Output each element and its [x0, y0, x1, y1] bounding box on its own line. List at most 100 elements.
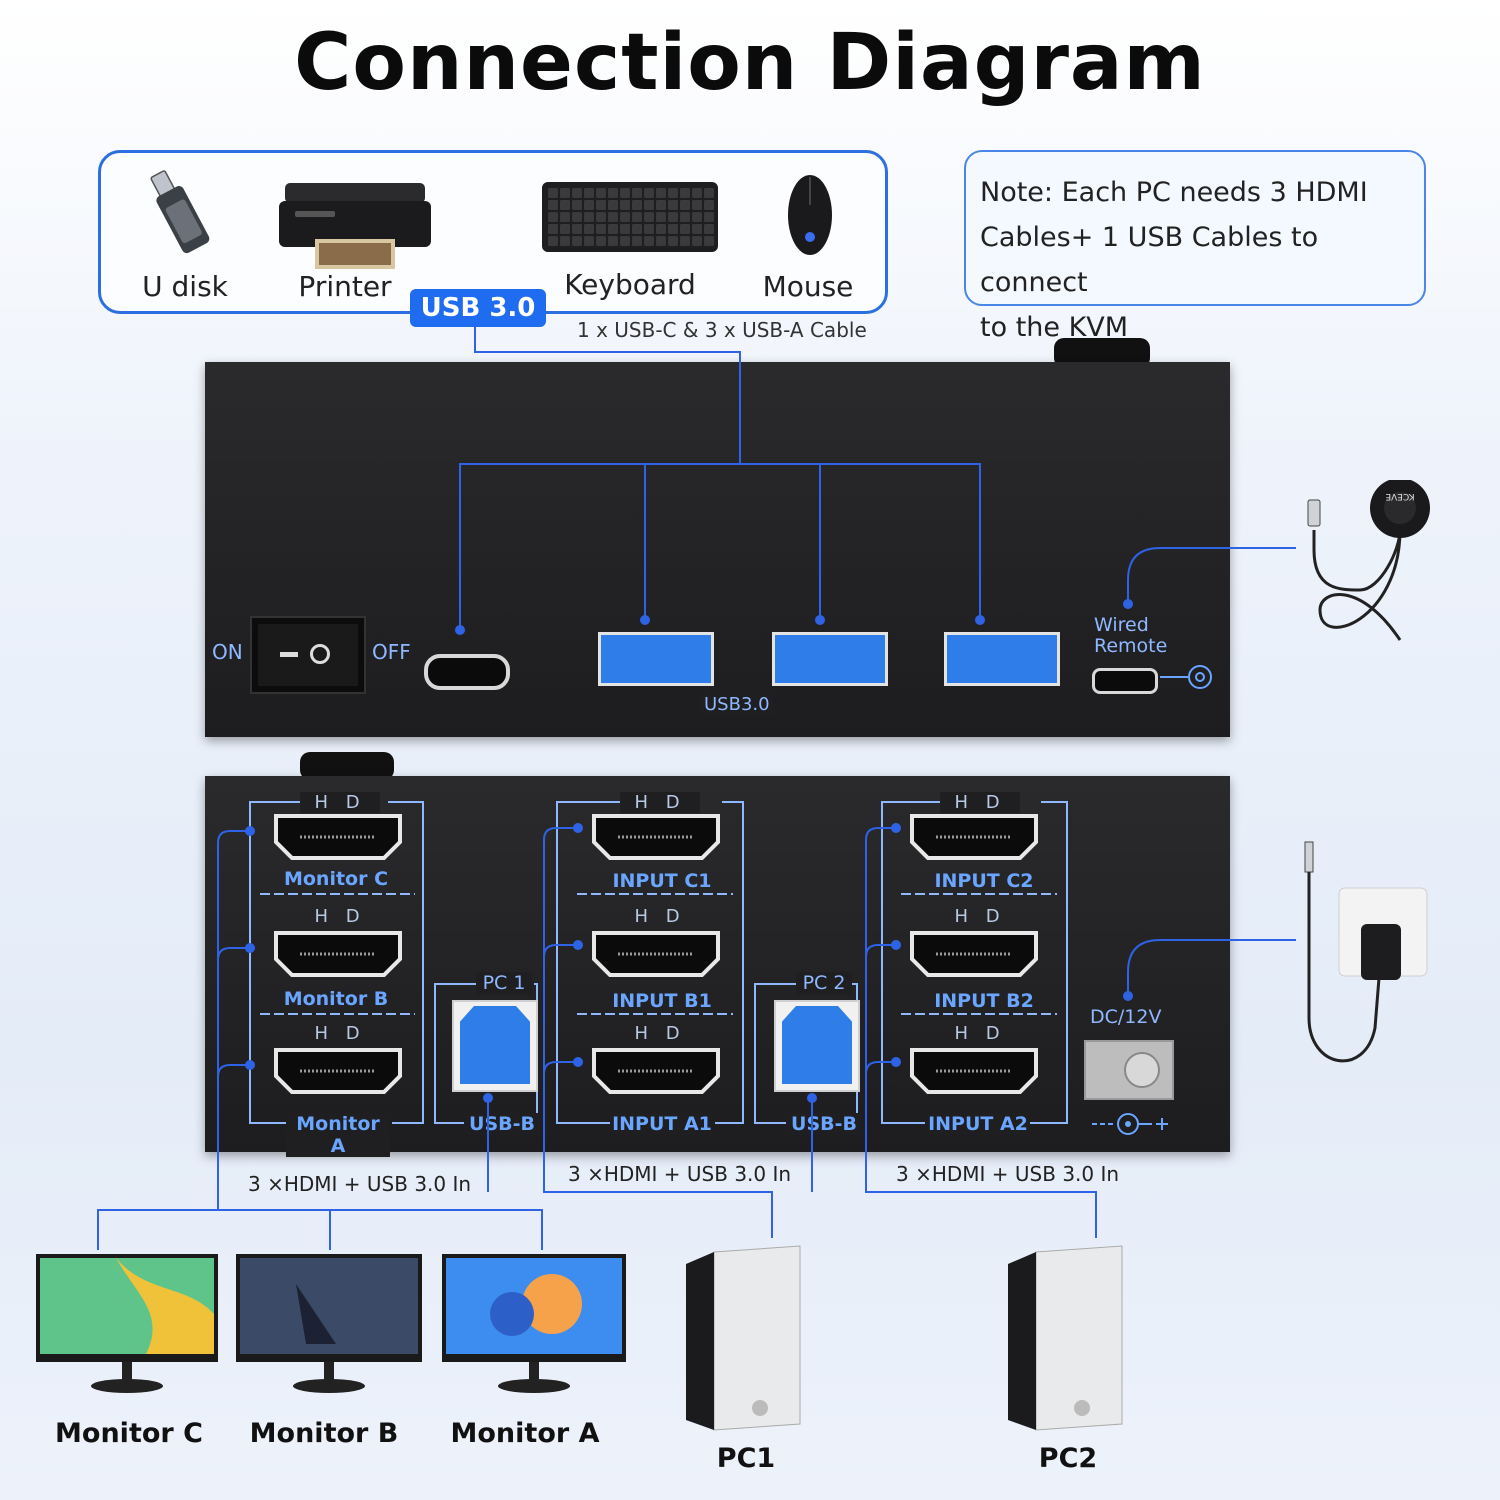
periph-label-mouse: Mouse — [762, 270, 854, 303]
caption-monitors: 3 ×HDMI + USB 3.0 In — [248, 1172, 472, 1196]
keyboard-key — [632, 188, 642, 198]
usb30-panel-label: USB3.0 — [700, 694, 774, 715]
keyboard-key — [572, 236, 582, 246]
periph-label-printer: Printer — [298, 270, 392, 303]
keyboard-key — [704, 236, 714, 246]
wired-remote-icon: KCEVE — [1307, 480, 1430, 641]
keyboard-key — [644, 188, 654, 198]
keyboard-key — [584, 212, 594, 222]
power-switch[interactable] — [250, 616, 366, 694]
keyboard-key — [680, 200, 690, 210]
monitor-a-icon — [442, 1254, 626, 1393]
label-input-c2: INPUT C2 — [934, 870, 1034, 892]
keyboard-key — [572, 188, 582, 198]
keyboard-key — [656, 236, 666, 246]
keyboard-key — [668, 200, 678, 210]
device-label-pc1: PC1 — [716, 1443, 776, 1474]
keyboard-key — [680, 212, 690, 222]
hdmi-port-input-c2[interactable] — [908, 812, 1040, 862]
mouse-icon — [788, 175, 832, 255]
label-input-a2: INPUT A2 — [926, 1113, 1030, 1135]
keyboard-key — [656, 224, 666, 234]
label-monitor-c: Monitor C — [283, 868, 389, 890]
pc1-icon — [686, 1245, 801, 1431]
hdmi-port-monitor-b[interactable] — [272, 929, 404, 979]
keyboard-key — [584, 200, 594, 210]
label-input-c1: INPUT C1 — [612, 870, 712, 892]
keyboard-key — [644, 236, 654, 246]
usb-a-port-3[interactable] — [944, 632, 1060, 686]
hd-label: H D — [314, 1023, 366, 1044]
label-monitor-a: Monitor A — [286, 1113, 390, 1157]
keyboard-key — [668, 212, 678, 222]
wired-remote-line-2: Remote — [1094, 635, 1168, 657]
keyboard-key — [608, 212, 618, 222]
keyboard-key — [704, 212, 714, 222]
hdmi-port-monitor-c[interactable] — [272, 812, 404, 862]
remote-port[interactable] — [1092, 668, 1158, 694]
keyboard-key — [572, 200, 582, 210]
hd-label: H D — [634, 1023, 686, 1044]
keyboard-key — [596, 212, 606, 222]
keyboard-key — [704, 200, 714, 210]
label-usb-b-2: USB-B — [786, 1113, 862, 1135]
keyboard-key — [560, 224, 570, 234]
dc-label: DC/12V — [1090, 1006, 1162, 1028]
page-title: Connection Diagram — [294, 18, 1206, 108]
keyboard-icon — [542, 182, 718, 252]
usb-c-port[interactable] — [424, 654, 510, 690]
label-input-b1: INPUT B1 — [612, 990, 712, 1012]
keyboard-key — [620, 236, 630, 246]
keyboard-key — [596, 200, 606, 210]
wired-remote-label: Wired Remote — [1094, 615, 1167, 657]
note-line-3: to the KVM — [980, 312, 1129, 343]
periph-label-keyboard: Keyboard — [564, 268, 696, 301]
keyboard-key — [632, 212, 642, 222]
monitor-c-icon — [36, 1254, 218, 1393]
keyboard-key — [632, 224, 642, 234]
device-label-monitor-c: Monitor C — [55, 1418, 203, 1449]
usb-a-port-1[interactable] — [598, 632, 714, 686]
keyboard-key — [692, 188, 702, 198]
note-box: Note: Each PC needs 3 HDMI Cables+ 1 USB… — [964, 150, 1426, 343]
keyboard-key — [560, 236, 570, 246]
hdmi-port-input-a2[interactable] — [908, 1046, 1040, 1096]
caption-pc2: 3 ×HDMI + USB 3.0 In — [896, 1162, 1120, 1186]
hd-label: H D — [620, 792, 700, 813]
caption-pc1: 3 ×HDMI + USB 3.0 In — [568, 1162, 792, 1186]
keyboard-key — [548, 200, 558, 210]
keyboard-key — [692, 224, 702, 234]
cable-note: 1 x USB-C & 3 x USB-A Cable — [577, 318, 867, 342]
hdmi-port-input-a1[interactable] — [590, 1046, 722, 1096]
usb-drive-icon — [150, 170, 210, 254]
peripherals-box — [98, 150, 888, 314]
keyboard-key — [596, 188, 606, 198]
hdmi-port-input-b1[interactable] — [590, 929, 722, 979]
hdmi-port-monitor-a[interactable] — [272, 1046, 404, 1096]
power-adapter-icon — [1304, 841, 1428, 1063]
keyboard-key — [620, 212, 630, 222]
keyboard-key — [548, 212, 558, 222]
keyboard-key — [572, 224, 582, 234]
wired-remote-line-1: Wired — [1094, 614, 1149, 636]
hd-label: H D — [300, 792, 380, 813]
keyboard-key — [692, 212, 702, 222]
usb-b-port-pc1[interactable] — [452, 1000, 538, 1092]
note-line-2: Cables+ 1 USB Cables to connect — [980, 222, 1319, 298]
keyboard-key — [668, 224, 678, 234]
keyboard-key — [608, 200, 618, 210]
keyboard-key — [644, 224, 654, 234]
keyboard-key — [608, 236, 618, 246]
usb-a-port-2[interactable] — [772, 632, 888, 686]
keyboard-key — [572, 212, 582, 222]
keyboard-key — [620, 224, 630, 234]
back-knob — [300, 752, 394, 780]
usb-b-port-pc2[interactable] — [774, 1000, 860, 1092]
keyboard-key — [680, 236, 690, 246]
hdmi-port-input-c1[interactable] — [590, 812, 722, 862]
keyboard-key — [560, 188, 570, 198]
dc-power-port[interactable] — [1084, 1040, 1174, 1100]
hdmi-port-input-b2[interactable] — [908, 929, 1040, 979]
switch-on-label: ON — [212, 640, 243, 664]
keyboard-key — [584, 224, 594, 234]
